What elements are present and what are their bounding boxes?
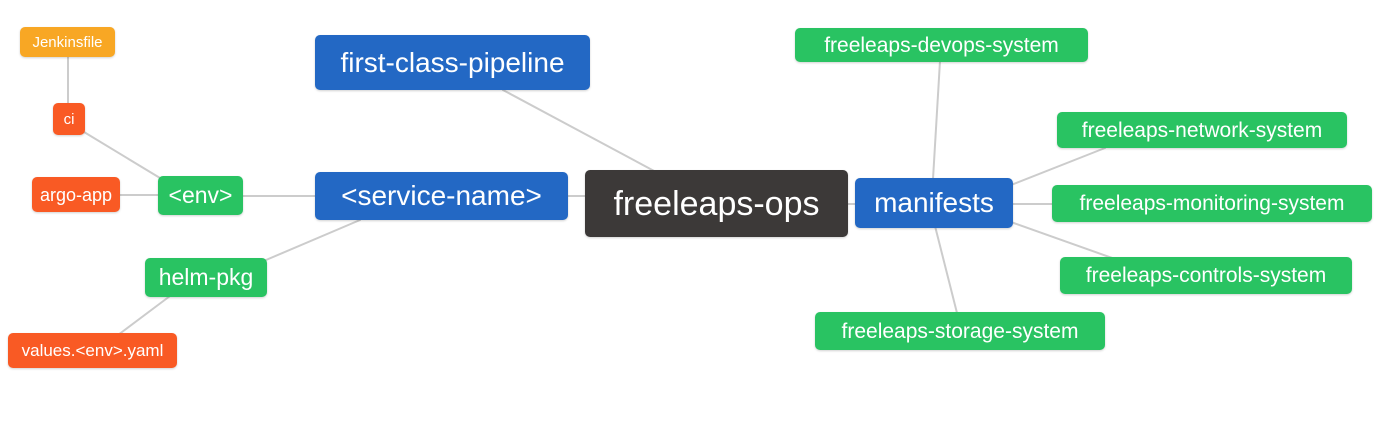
node-freeleaps-network-system[interactable]: freeleaps-network-system: [1057, 112, 1347, 148]
edge-manifests--freeleaps-network-system: [1010, 147, 1106, 186]
node-ci[interactable]: ci: [53, 103, 85, 135]
node-freeleaps-ops[interactable]: freeleaps-ops: [585, 170, 848, 237]
node-service-name[interactable]: <service-name>: [315, 172, 568, 220]
node-jenkinsfile[interactable]: Jenkinsfile: [20, 27, 115, 57]
node-env[interactable]: <env>: [158, 176, 243, 215]
edge-first-class-pipeline--freeleaps-ops: [502, 89, 657, 173]
edge-ci--env: [83, 131, 161, 179]
node-first-class-pipeline[interactable]: first-class-pipeline: [315, 35, 590, 90]
node-helm-pkg[interactable]: helm-pkg: [145, 258, 267, 297]
node-argo-app[interactable]: argo-app: [32, 177, 120, 212]
edge-manifests--freeleaps-storage-system: [934, 225, 958, 314]
edge-helm-pkg--values-env-yaml: [117, 295, 171, 336]
node-freeleaps-controls-system[interactable]: freeleaps-controls-system: [1060, 257, 1352, 294]
edge-manifests--freeleaps-devops-system: [932, 60, 941, 180]
edge-manifests--freeleaps-controls-system: [1010, 221, 1116, 260]
edge-service-name--helm-pkg: [265, 219, 361, 261]
node-values-env-yaml[interactable]: values.<env>.yaml: [8, 333, 177, 368]
node-freeleaps-devops-system[interactable]: freeleaps-devops-system: [795, 28, 1088, 62]
node-freeleaps-storage-system[interactable]: freeleaps-storage-system: [815, 312, 1105, 350]
node-manifests[interactable]: manifests: [855, 178, 1013, 228]
node-freeleaps-monitoring-system[interactable]: freeleaps-monitoring-system: [1052, 185, 1372, 222]
